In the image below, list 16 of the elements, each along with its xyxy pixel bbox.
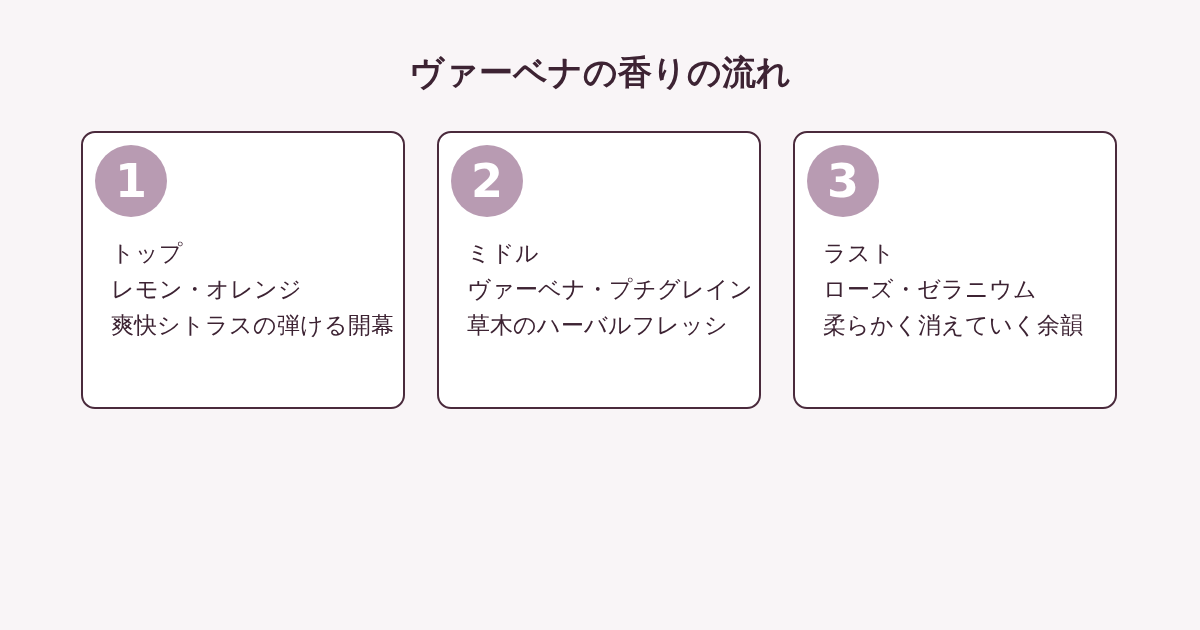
title: ヴァーベナの香りの流れ bbox=[408, 51, 792, 94]
description-text: 爽快シトラスの弾ける開幕 bbox=[111, 311, 395, 340]
step-card bbox=[437, 131, 761, 409]
step-heading: トップ bbox=[111, 239, 184, 268]
step-heading: ミドル bbox=[467, 239, 540, 268]
step-number: 2 bbox=[451, 145, 523, 217]
step-number: 3 bbox=[807, 145, 879, 217]
step-card bbox=[81, 131, 405, 409]
step-card bbox=[793, 131, 1117, 409]
description-text: 草木のハーバルフレッシ bbox=[467, 311, 729, 340]
ingredient-text: ローズ・ゼラニウム bbox=[823, 275, 1038, 304]
step-heading: ラスト bbox=[823, 239, 896, 268]
ingredient-text: ヴァーベナ・プチグレイン bbox=[467, 275, 753, 304]
ingredient-text: レモン・オレンジ bbox=[111, 275, 303, 304]
description-text: 柔らかく消えていく余韻 bbox=[823, 311, 1084, 340]
step-number: 1 bbox=[95, 145, 167, 217]
